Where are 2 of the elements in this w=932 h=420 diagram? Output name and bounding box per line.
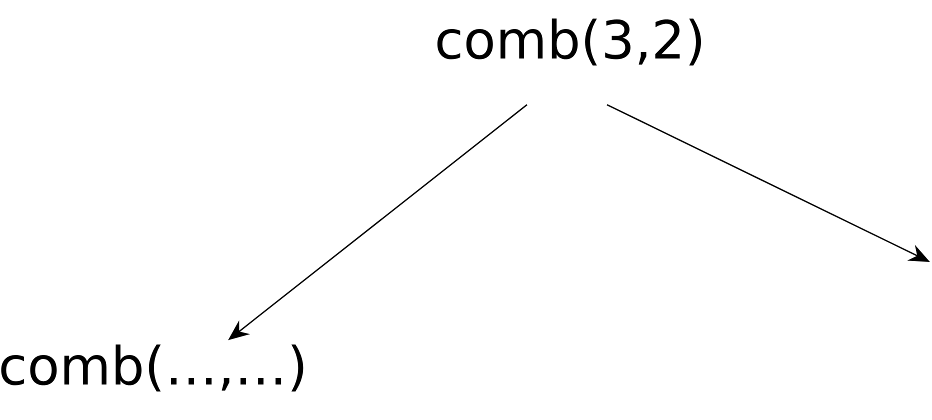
node-label: comb(…,…) — [1, 344, 304, 392]
node-label: comb(3,2) — [437, 18, 701, 66]
